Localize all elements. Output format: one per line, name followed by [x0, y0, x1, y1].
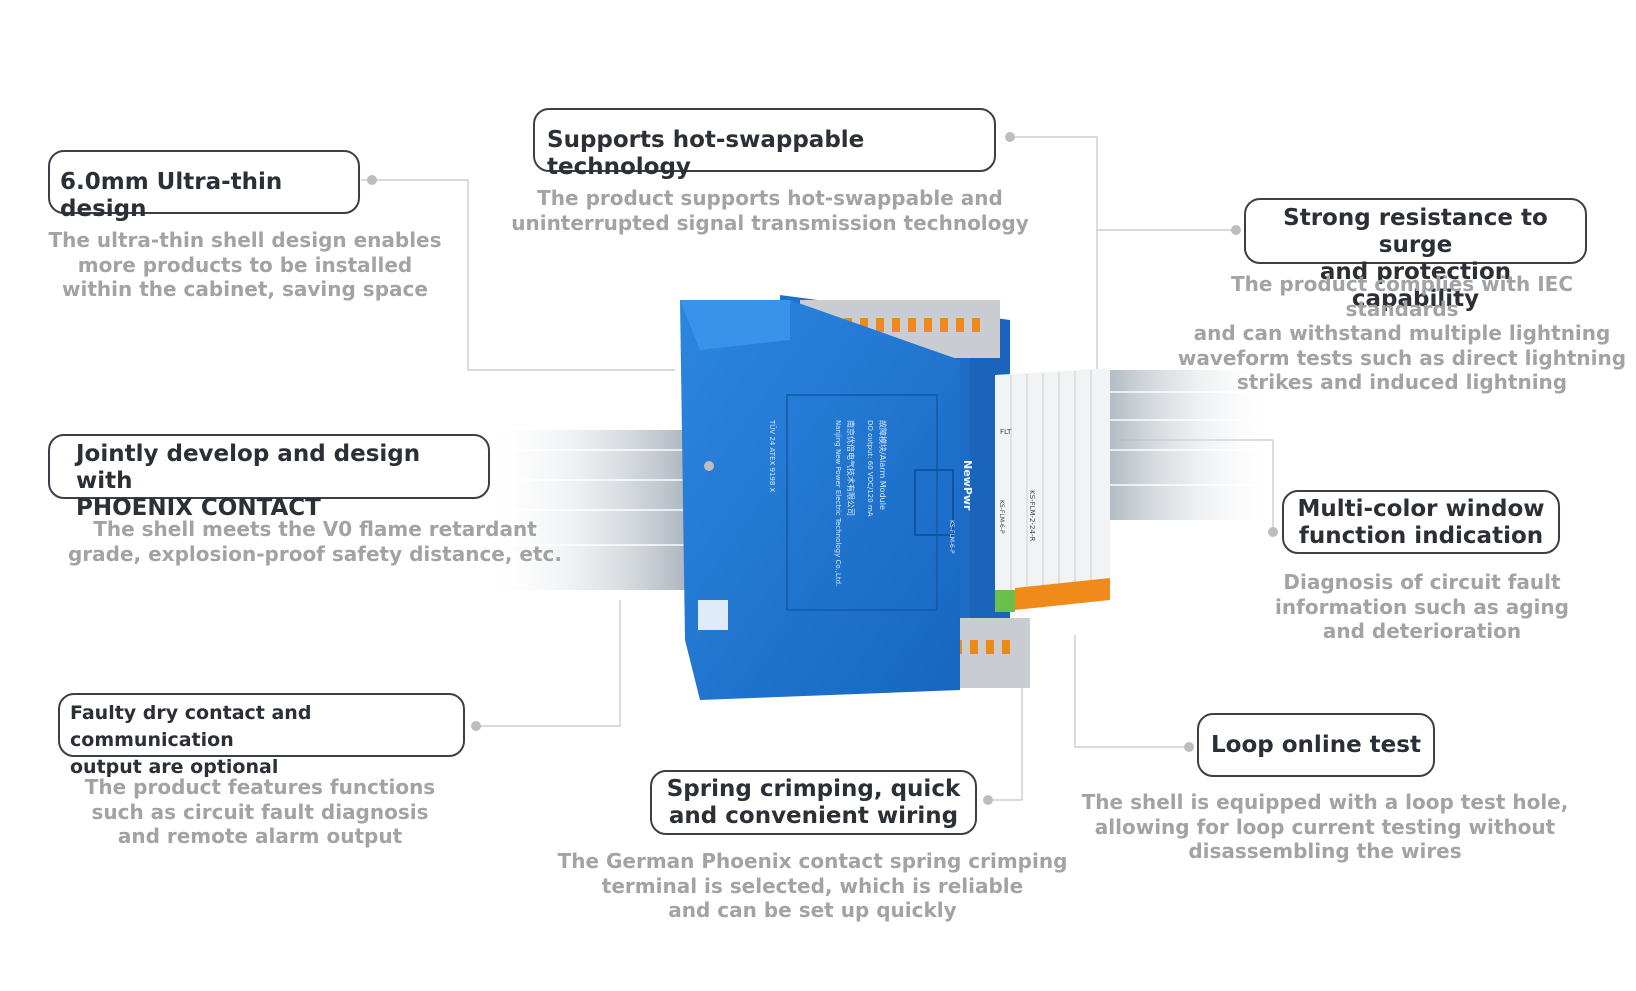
connector-dry-contact — [478, 600, 621, 727]
desc-phoenix: The shell meets the V0 flame retardant g… — [67, 517, 562, 566]
desc-window: Diagnosis of circuit fault information s… — [1275, 570, 1569, 643]
anchor-dot-hot-swap — [1005, 132, 1015, 142]
brand-label: NewPwr — [961, 460, 974, 511]
callout-phoenix: Jointly develop and design with PHOENIX … — [48, 434, 490, 521]
anchor-dot-window — [1268, 527, 1278, 537]
anchor-dot-dry-contact — [471, 721, 481, 731]
din-rail — [480, 370, 1280, 590]
anchor-dot-spring — [983, 795, 993, 805]
anchor-dot-surge — [1231, 225, 1241, 235]
connector-loop-test — [1074, 635, 1193, 748]
callout-dry-contact: Faulty dry contact and communication out… — [58, 693, 465, 778]
connector-ultra-thin — [361, 179, 675, 371]
connector-spring — [990, 660, 1023, 801]
desc-surge: The product complies with IEC standards … — [1177, 272, 1627, 394]
callout-window: Multi-color window function indication — [1282, 490, 1560, 554]
window-strip — [995, 368, 1110, 612]
company-cn-label: 南京优倍电气技术有限公司 — [846, 420, 856, 516]
callout-loop-test: Loop online test — [1197, 713, 1435, 777]
output-label: DO output: 60 VDC/120 mA — [866, 420, 874, 517]
desc-hot-swap: The product supports hot-swappable and u… — [511, 186, 1029, 235]
anchor-dot-ultra-thin — [367, 175, 377, 185]
desc-spring: The German Phoenix contact spring crimpi… — [557, 849, 1068, 922]
connector-hot-swap — [1010, 136, 1237, 231]
anchor-dot-loop-test — [1184, 742, 1194, 752]
callout-spring: Spring crimping, quick and convenient wi… — [650, 770, 977, 835]
anchor-dot-phoenix — [704, 461, 714, 471]
callout-hot-swap: Supports hot-swappable technology — [533, 108, 996, 180]
desc-loop-test: The shell is equipped with a loop test h… — [1081, 790, 1569, 863]
module-code-label: KS-FLM-6-P — [998, 500, 1005, 534]
desc-ultra-thin: The ultra-thin shell design enables more… — [48, 228, 442, 301]
side-model-label: KS-FLM-6-P — [948, 520, 955, 554]
callout-ultra-thin: 6.0mm Ultra-thin design — [48, 150, 360, 222]
company-label: Nanjing New Power Electric Technology Co… — [834, 420, 842, 586]
callout-surge: Strong resistance to surge and protectio… — [1244, 198, 1587, 312]
desc-dry-contact: The product features functions such as c… — [84, 775, 436, 848]
window-flt-label: FLT — [1000, 428, 1012, 436]
model-label: KS-FLM-2-24-R — [1028, 490, 1036, 541]
module-front — [680, 300, 960, 700]
cert-label: TÜV 24 ATEX 9198 X — [768, 419, 777, 493]
module-name-label: 故障模块/Alarm Module — [878, 420, 888, 510]
